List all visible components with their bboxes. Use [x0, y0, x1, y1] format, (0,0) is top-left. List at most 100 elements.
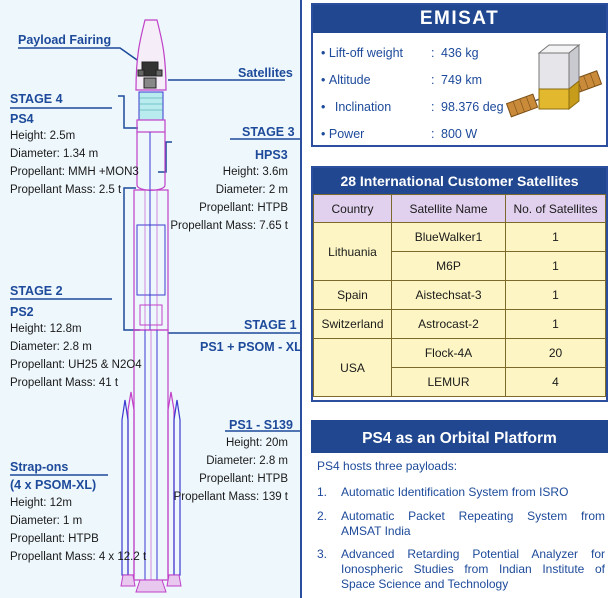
emisat-label: Altitude — [328, 73, 371, 87]
strapons-subtitle: (4 x PSOM-XL) — [10, 478, 97, 492]
emisat-label: Power — [328, 127, 365, 141]
emisat-value: 436 kg — [441, 46, 479, 60]
column-header: Country — [313, 194, 392, 223]
stage2-name: PS2 — [10, 305, 34, 319]
item-number: 2. — [317, 509, 328, 523]
emisat-panel: EMISAT • Lift-off weight : 436 kg • Alti… — [311, 3, 608, 147]
stage2-propellant-mass: Propellant Mass: 41 t — [10, 377, 119, 389]
strapons-diameter: Diameter: 1 m — [10, 515, 83, 527]
customer-satellites-table: Country Satellite Name No. of Satellites… — [313, 194, 606, 397]
emisat-row-liftoff: • Lift-off weight : 436 kg — [321, 46, 479, 60]
emisat-satellite-image — [505, 43, 603, 118]
strapons-propellant-mass: Propellant Mass: 4 x 12.2 t — [10, 551, 147, 563]
stage4-diameter: Diameter: 1.34 m — [10, 148, 99, 160]
stage2-propellant: Propellant: UH25 & N2O4 — [10, 359, 142, 371]
ps1-diameter: Diameter: 2.8 m — [206, 455, 288, 467]
orbital-intro: PS4 hosts three payloads: — [317, 459, 458, 473]
satellite-name-cell: Aistechsat-3 — [391, 280, 506, 310]
strapons-height: Height: 12m — [10, 497, 73, 509]
satellite-count-cell: 20 — [505, 338, 606, 368]
table-row: Lithuania BlueWalker1 1 — [313, 222, 606, 281]
stage2-specs: Height: 12.8m Diameter: 2.8 m Propellant… — [10, 320, 142, 392]
stage3-diameter: Diameter: 2 m — [215, 184, 288, 196]
ps1-propellant-mass: Propellant Mass: 139 t — [173, 491, 288, 503]
stage4-title: STAGE 4 — [10, 92, 63, 106]
emisat-label: Inclination — [334, 100, 392, 114]
stage4-name: PS4 — [10, 112, 34, 126]
payload-fairing-label: Payload Fairing — [18, 33, 112, 47]
satellite-name-cell: Astrocast-2 — [391, 309, 506, 339]
pslv-rocket-drawing — [10, 19, 300, 593]
strapons-propellant: Propellant: HTPB — [10, 533, 99, 545]
ps1-propellant: Propellant: HTPB — [199, 473, 288, 485]
stage2-title: STAGE 2 — [10, 284, 63, 298]
satellite-name-cell: M6P — [391, 251, 506, 281]
satellite-count-cell: 1 — [505, 280, 606, 310]
table-row: Switzerland Astrocast-2 1 — [313, 309, 606, 339]
customer-satellites-panel: 28 International Customer Satellites Cou… — [311, 166, 608, 402]
item-text: Advanced Retarding Potential Analyzer fo… — [341, 547, 605, 591]
table-row: LEMUR 4 — [314, 367, 606, 397]
stage2-diameter: Diameter: 2.8 m — [10, 341, 92, 353]
emisat-row-power: • Power : 800 W — [321, 127, 477, 141]
stage4-height: Height: 2.5m — [10, 130, 76, 142]
stage4-propellant-mass: Propellant Mass: 2.5 t — [10, 184, 122, 196]
item-text: Automatic Identification System from ISR… — [341, 485, 569, 499]
bullet: • — [321, 100, 326, 114]
emisat-value: 98.376 deg — [441, 100, 504, 114]
orbital-platform-title: PS4 as an Orbital Platform — [311, 420, 608, 453]
satellite-name-cell: BlueWalker1 — [391, 222, 506, 252]
country-cell: Spain — [313, 280, 392, 310]
stage1-name: PS1 + PSOM - XL — [200, 340, 302, 354]
satellite-count-cell: 4 — [505, 367, 606, 397]
rocket-diagram-panel: Payload Fairing Satellites STAGE 4 PS4 H… — [0, 0, 302, 598]
colon: : — [431, 73, 435, 87]
orbital-platform-panel: PS4 as an Orbital Platform PS4 hosts thr… — [311, 420, 608, 596]
emisat-value: 749 km — [441, 73, 482, 87]
stage1-title: STAGE 1 — [244, 318, 297, 332]
satellites-label: Satellites — [238, 66, 293, 80]
country-cell: USA — [313, 338, 392, 397]
stage4-propellant: Propellant: MMH +MON3 — [10, 166, 139, 178]
item-number: 3. — [317, 547, 328, 561]
emisat-row-inclination: • Inclination : 98.376 deg — [321, 100, 504, 114]
ps1-height: Height: 20m — [225, 437, 288, 449]
emisat-row-altitude: • Altitude : 749 km — [321, 73, 482, 87]
column-header: Satellite Name — [391, 194, 506, 223]
ps1-specs: Height: 20m Diameter: 2.8 m Propellant: … — [174, 434, 288, 506]
bullet: • — [321, 46, 326, 60]
table-row: USA Flock-4A 20 — [313, 338, 606, 397]
satellite-count-cell: 1 — [505, 309, 606, 339]
column-header: No. of Satellites — [505, 194, 606, 223]
stage3-title: STAGE 3 — [242, 125, 295, 139]
item-number: 1. — [317, 485, 328, 499]
stage3-propellant-mass: Propellant Mass: 7.65 t — [170, 220, 288, 232]
satellite-name-cell: LEMUR — [391, 367, 506, 397]
stage3-specs: Height: 3.6m Diameter: 2 m Propellant: H… — [170, 163, 288, 235]
emisat-title: EMISAT — [313, 5, 606, 33]
stage2-height: Height: 12.8m — [10, 323, 82, 335]
country-cell: Switzerland — [313, 309, 392, 339]
colon: : — [431, 127, 435, 141]
table-row: Spain Aistechsat-3 1 — [313, 280, 606, 310]
strapons-specs: Height: 12m Diameter: 1 m Propellant: HT… — [10, 494, 146, 566]
item-text: Automatic Packet Repeating System from A… — [341, 509, 605, 538]
satellite-name-cell: Flock-4A — [391, 338, 506, 368]
strapons-title: Strap-ons — [10, 460, 69, 474]
emisat-value: 800 W — [441, 127, 478, 141]
bullet: • — [321, 73, 326, 87]
stage4-specs: Height: 2.5m Diameter: 1.34 m Propellant… — [10, 127, 139, 199]
satellite-count-cell: 1 — [505, 251, 606, 281]
satellite-count-cell: 1 — [505, 222, 606, 252]
table-header-row: Country Satellite Name No. of Satellites — [313, 194, 606, 223]
stage3-propellant: Propellant: HTPB — [199, 202, 288, 214]
country-cell: Lithuania — [313, 222, 392, 281]
colon: : — [431, 46, 435, 60]
stage3-height: Height: 3.6m — [222, 166, 288, 178]
customer-satellites-title: 28 International Customer Satellites — [313, 168, 606, 194]
emisat-label: Lift-off weight — [328, 46, 403, 60]
table-row: M6P 1 — [314, 251, 606, 281]
colon: : — [431, 100, 435, 114]
ps1-title: PS1 - S139 — [229, 418, 293, 432]
bullet: • — [321, 127, 326, 141]
